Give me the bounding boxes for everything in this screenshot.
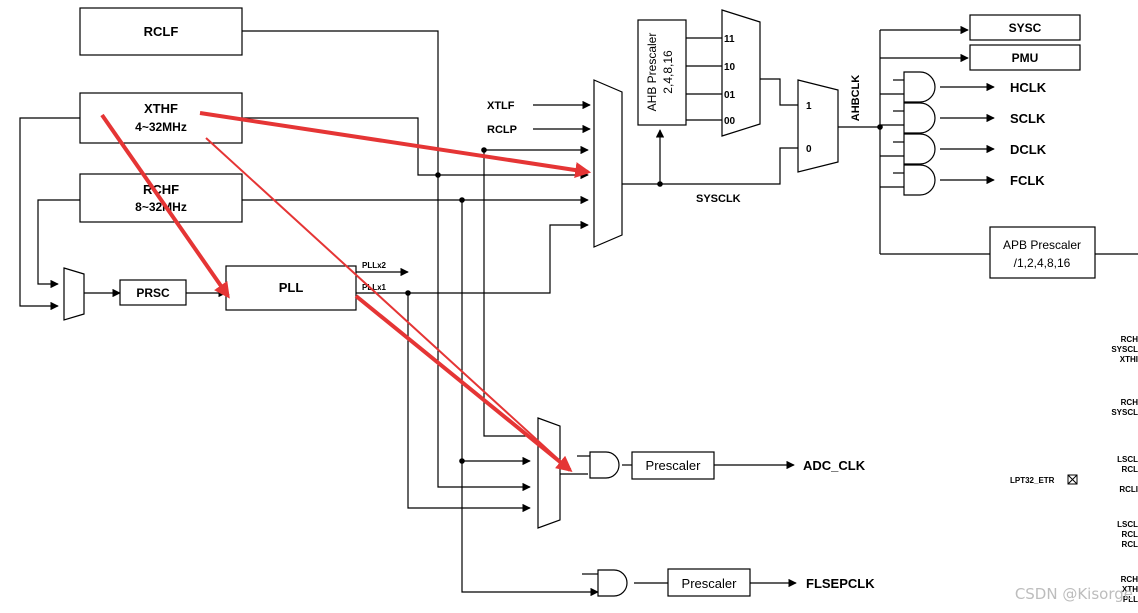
clk-sel-1: 1 [806, 101, 812, 112]
sysc-label: SYSC [1009, 21, 1042, 35]
flsepclk-label: FLSEPCLK [806, 576, 875, 591]
edge-rcl-3: RCL [1122, 465, 1138, 474]
ahb-sel-00: 00 [724, 116, 736, 127]
source-boxes [79, 7, 1096, 597]
wires [19, 25, 1138, 597]
edge-xth-5: XTH [1122, 585, 1138, 594]
hclk-label: HCLK [1010, 80, 1047, 95]
pll-box [225, 265, 357, 311]
edge-xthi-1: XTHI [1120, 355, 1138, 364]
red-arrow-xthf-to-sysclk [199, 111, 592, 178]
sclk-label: SCLK [1010, 111, 1046, 126]
pmu-label: PMU [1012, 51, 1039, 65]
sysc-box [969, 14, 1081, 41]
xthf-box [79, 92, 243, 144]
lpt32-etr-pin-icon [1067, 474, 1078, 485]
apb-prescaler-box [989, 226, 1096, 279]
ahb-prescaler-box [637, 19, 687, 126]
fclk-and-gate [903, 164, 936, 196]
sysclk-label: SYSCLK [696, 193, 741, 205]
xthf-label: XTHF [144, 101, 178, 116]
red-arrow-pll-to-adc [354, 294, 573, 473]
xtlf-label: XTLF [487, 100, 515, 112]
lpt32-etr-label: LPT32_ETR [1010, 476, 1055, 485]
adc-and-gate [589, 451, 620, 479]
hclk-and-gate [903, 71, 936, 103]
edge-rcli-3: RCLI [1119, 485, 1138, 494]
prsc-box [119, 279, 187, 306]
edge-pll-5: PLL [1123, 595, 1138, 604]
ahb-select-mux [721, 9, 761, 137]
rclf-label: RCLF [144, 24, 179, 39]
annotation-arrows [100, 111, 592, 473]
ahb-prescaler-values: 2,4,8,16 [661, 50, 675, 94]
rclp-label: RCLP [487, 124, 517, 136]
and-gates [589, 71, 936, 597]
clk-sel-0: 0 [806, 144, 812, 155]
multiplexers [63, 9, 839, 529]
rchf-range: 8~32MHz [135, 200, 187, 214]
dclk-label: DCLK [1010, 142, 1047, 157]
right-edge-labels: RCH SYSCL XTHI RCH SYSCL LSCL RCL LPT32_… [1010, 335, 1138, 604]
red-arrow-xthf-to-pll [100, 113, 230, 299]
edge-rcl-4a: RCL [1122, 530, 1138, 539]
pllx2-label: PLLx2 [362, 261, 387, 270]
adc-prescaler-box [631, 451, 715, 480]
dclk-and-gate [903, 133, 936, 165]
edge-rch-5: RCH [1121, 575, 1138, 584]
sclk-and-gate [903, 102, 936, 134]
flsep-and-gate [597, 569, 628, 597]
red-line-xthf-to-adc [205, 137, 571, 471]
edge-rcl-4b: RCL [1122, 540, 1138, 549]
adc-clk-label: ADC_CLK [803, 458, 866, 473]
sysclk-mux [593, 79, 623, 248]
labels: RCLF XTHF 4~32MHz RCHF 8~32MHz XTLF RCLP… [135, 21, 1138, 604]
pll-input-mux [63, 267, 85, 321]
edge-syscl-1: SYSCL [1111, 345, 1138, 354]
apb-prescaler-values: /1,2,4,8,16 [1014, 256, 1071, 270]
edge-lscl-4: LSCL [1117, 520, 1138, 529]
flsep-prescaler-box [667, 568, 751, 597]
edge-lscl-3: LSCL [1117, 455, 1138, 464]
ahb-sel-11: 11 [724, 34, 735, 45]
ahb-sel-10: 10 [724, 62, 736, 73]
ahb-prescaler-title: AHB Prescaler [645, 33, 659, 112]
watermark: CSDN @Kisorge [1015, 585, 1133, 603]
xthf-range: 4~32MHz [135, 120, 187, 134]
flsep-prescaler-label: Prescaler [682, 576, 738, 591]
ahbclk-mux [797, 79, 839, 173]
ahb-sel-01: 01 [724, 90, 736, 101]
edge-rch-1: RCH [1121, 335, 1138, 344]
pll-label: PLL [279, 280, 304, 295]
edge-rch-2: RCH [1121, 398, 1138, 407]
adc-clk-mux [537, 417, 561, 529]
rclf-box [79, 7, 243, 56]
pmu-box [969, 44, 1081, 71]
prsc-label: PRSC [136, 286, 170, 300]
apb-prescaler-title: APB Prescaler [1003, 238, 1081, 252]
fclk-label: FCLK [1010, 173, 1045, 188]
pllx1-label: PLLx1 [362, 283, 387, 292]
ahbclk-label: AHBCLK [850, 75, 862, 121]
edge-syscl-2: SYSCL [1111, 408, 1138, 417]
adc-prescaler-label: Prescaler [646, 458, 702, 473]
